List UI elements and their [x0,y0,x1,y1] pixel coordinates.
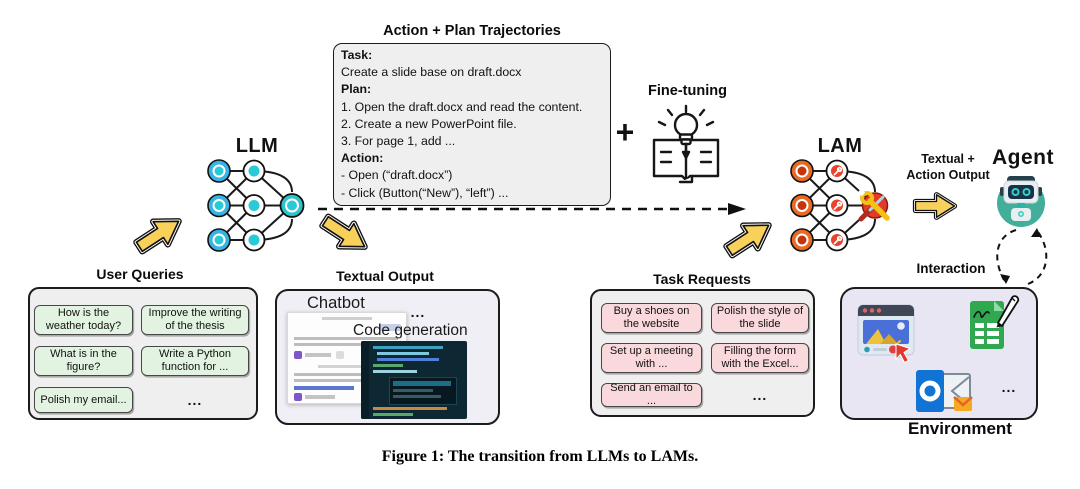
traj-line: - Click (Button(“New”), “left”) ... [341,185,509,200]
task-box: Set up a meeting with ... [601,343,702,373]
query-box: Write a Python function for ... [141,346,249,376]
traj-line: Task: [341,48,373,62]
task-requests-panel: Buy a shoes on the website Polish the st… [590,289,815,417]
fine-tuning-label: Fine-tuning [648,83,727,99]
traj-line: Action: [341,151,384,166]
textual-output-panel: Chatbot ... Code generation [275,289,500,425]
task-box: Polish the style of the slide [711,303,809,333]
plus-sign: + [615,114,635,150]
chatbot-label: Chatbot [307,294,365,312]
outlook-mail-icon [912,369,978,417]
arrow-lam-to-agent-icon [906,191,964,221]
spreadsheet-pen-icon [960,289,1028,355]
task-box: Filling the form with the Excel... [711,343,809,373]
robot-agent-icon [994,173,1048,231]
interaction-label: Interaction [916,261,986,276]
user-queries-title: User Queries [96,266,184,282]
user-queries-panel: How is the weather today? Improve the wr… [28,287,258,420]
transition-dashed-arrow [316,201,748,217]
figure-caption: Figure 1: The transition from LLMs to LA… [381,448,699,465]
code-generation-screenshot [361,341,467,419]
traj-line: Plan: [341,82,372,97]
llm-label: LLM [235,135,279,157]
query-box: What is in the figure? [34,346,133,376]
code-generation-label: Code generation [353,322,468,339]
task-requests-title: Task Requests [653,271,751,287]
fine-tuning-book-bulb-icon [646,104,726,188]
ellipsis: ... [410,304,426,320]
task-box: Buy a shoes on the website [601,303,702,333]
traj-line: - Open (“draft.docx”) [341,168,453,183]
environment-label: Environment [908,419,1012,438]
environment-panel: ... [840,287,1038,420]
browser-window-icon [856,303,920,364]
traj-line: 2. Create a new PowerPoint file. [341,116,517,131]
agent-label: Agent [992,146,1054,169]
textual-output-title: Textual Output [336,268,434,284]
query-box: Improve the writing of the thesis [141,305,249,335]
traj-line: 3. For page 1, add ... [341,134,456,149]
ellipsis: ... [752,387,768,403]
traj-line: Create a slide base on draft.docx [341,65,522,80]
task-box: Send an email to ... [601,382,702,407]
query-box: Polish my email... [34,387,133,413]
interaction-cycle-icon [982,224,1058,290]
textual-action-output-label: Textual + Action Output [899,152,997,183]
arrow-llm-to-textualoutput-icon [311,203,378,266]
arrow-userqueries-to-llm-icon [125,203,192,266]
lam-network-icon [789,158,890,253]
textual-action-output-line1: Textual + [921,152,975,166]
ellipsis: ... [187,392,203,408]
query-box: How is the weather today? [34,305,133,335]
ellipsis: ... [1001,379,1017,395]
traj-line: 1. Open the draft.docx and read the cont… [341,99,583,114]
arrow-taskrequests-to-lam-icon [715,207,782,270]
llm-network-icon [206,158,306,253]
textual-action-output-line2: Action Output [906,167,990,182]
trajectories-title: Action + Plan Trajectories [383,23,561,39]
trajectories-box: Task: Create a slide base on draft.docx … [333,43,611,206]
lam-label: LAM [817,135,863,157]
